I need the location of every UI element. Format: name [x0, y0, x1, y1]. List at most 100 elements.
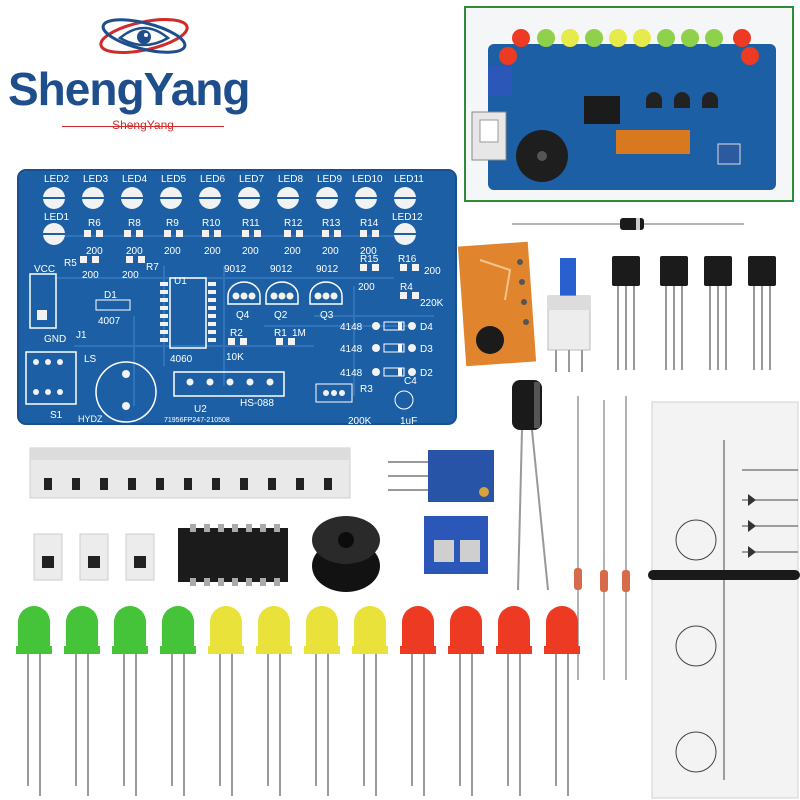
- diode-4148-label: 4148: [340, 344, 363, 355]
- resistor-value: 200: [322, 246, 339, 257]
- ic-4060-label: 4060: [170, 354, 193, 365]
- led-label: LED10: [352, 174, 383, 185]
- r5-label: R5: [64, 258, 77, 269]
- c4-label: C4: [404, 376, 417, 387]
- transistor-type: 9012: [270, 264, 293, 275]
- led-component: [64, 606, 100, 796]
- pcb-traces: [54, 235, 434, 406]
- led-component: [256, 606, 292, 796]
- led-component: [16, 606, 52, 796]
- buzzer: [312, 516, 380, 592]
- axial-diode: [512, 218, 744, 230]
- led-component: [496, 606, 532, 796]
- transistor-type: 9012: [224, 264, 247, 275]
- d3-label: D3: [420, 344, 433, 355]
- led-component: [112, 606, 148, 796]
- r3-label: R3: [360, 384, 373, 395]
- led-component: [208, 606, 244, 796]
- transistor-type: 9012: [316, 264, 339, 275]
- led-label: LED5: [161, 174, 186, 185]
- resistor-label: R8: [128, 218, 141, 229]
- r15-label: R15: [360, 254, 379, 265]
- resistor-value: 200: [204, 246, 221, 257]
- screw-terminal: [424, 516, 488, 574]
- led-label: LED11: [394, 174, 424, 185]
- resistor-value: 200: [358, 282, 375, 293]
- led-label: LED6: [200, 174, 225, 185]
- resistor-label: R6: [88, 218, 101, 229]
- led-footprints-row: [43, 187, 416, 245]
- diode-4007-label: 4007: [98, 316, 121, 327]
- r16-label: R16: [398, 254, 417, 265]
- resistor-value: 200: [242, 246, 259, 257]
- c4-value: 1uF: [400, 416, 417, 427]
- resistor-value: 200: [122, 270, 139, 281]
- q3-label: Q3: [320, 310, 334, 321]
- d4-label: D4: [420, 322, 433, 333]
- q2-label: Q2: [274, 310, 288, 321]
- resistor-value: 200: [86, 246, 103, 257]
- ic-chip: [178, 524, 288, 586]
- gnd-label: GND: [44, 334, 66, 345]
- led-component: [544, 606, 580, 796]
- j1-label: J1: [76, 330, 87, 341]
- resistor-label: R9: [166, 218, 179, 229]
- smd-resistor-strip: [29, 447, 351, 499]
- led-component: [448, 606, 484, 796]
- r1-label: R1: [274, 328, 287, 339]
- diode-4148-label: 4148: [340, 322, 363, 333]
- led-label: LED3: [83, 174, 108, 185]
- led-component: [304, 606, 340, 796]
- hydz-label: HYDZ: [78, 414, 103, 424]
- smd-parts-small: [33, 533, 155, 581]
- resistor-label: R13: [322, 218, 341, 229]
- resistor-value: 200: [424, 266, 441, 277]
- led-label: LED2: [44, 174, 69, 185]
- r3-value: 200K: [348, 416, 372, 427]
- d1-label: D1: [104, 290, 117, 301]
- trimmer-potentiometer: [388, 450, 494, 502]
- led-row: [16, 606, 580, 796]
- assembled-led-row: [499, 29, 759, 65]
- r1-value: 1M: [292, 328, 306, 339]
- r4-label: R4: [400, 282, 413, 293]
- resistor-label: R12: [284, 218, 303, 229]
- brand-subtitle: ShengYang: [112, 118, 174, 132]
- led-label: LED8: [278, 174, 303, 185]
- electrolytic-capacitor: [512, 380, 549, 591]
- assembled-board-photo: [464, 6, 794, 202]
- resistor-value: 200: [360, 246, 377, 257]
- led-label: LED9: [317, 174, 342, 185]
- resistor-value: 200: [284, 246, 301, 257]
- r7-label: R7: [146, 262, 159, 273]
- transistor-footprints: [227, 281, 343, 305]
- led-component: [400, 606, 436, 796]
- bare-pcb: LED2 LED3 LED4 LED5 LED6 LED7 LED8 LED9 …: [17, 169, 457, 427]
- brand-divider: [62, 126, 224, 127]
- resistor-value: 200: [164, 246, 181, 257]
- led-label: LED1: [44, 212, 69, 223]
- ic-pads: [160, 282, 216, 342]
- resistor-value: 200: [82, 270, 99, 281]
- q4-label: Q4: [236, 310, 250, 321]
- push-button-switch: [547, 258, 591, 372]
- u2-label: U2: [194, 404, 207, 415]
- brand-name: ShengYang: [8, 63, 250, 115]
- resistor-pads-row: [84, 230, 379, 237]
- led-label: LED12: [392, 212, 423, 223]
- resistor-value: 200: [126, 246, 143, 257]
- module-label: HS-088: [240, 398, 274, 409]
- resistor-label: R11: [242, 218, 260, 229]
- r2-value: 10K: [226, 352, 244, 363]
- led-label: LED7: [239, 174, 264, 185]
- vcc-label: VCC: [34, 264, 55, 275]
- resistor-label: R10: [202, 218, 221, 229]
- s1-label: S1: [50, 410, 63, 421]
- diode-footprints: [372, 321, 416, 377]
- resistor-value-220k: 220K: [420, 298, 444, 309]
- brand-logo: ShengYang ShengYang: [0, 0, 280, 140]
- led-label: LED4: [122, 174, 147, 185]
- r2-label: R2: [230, 328, 243, 339]
- led-component: [352, 606, 388, 796]
